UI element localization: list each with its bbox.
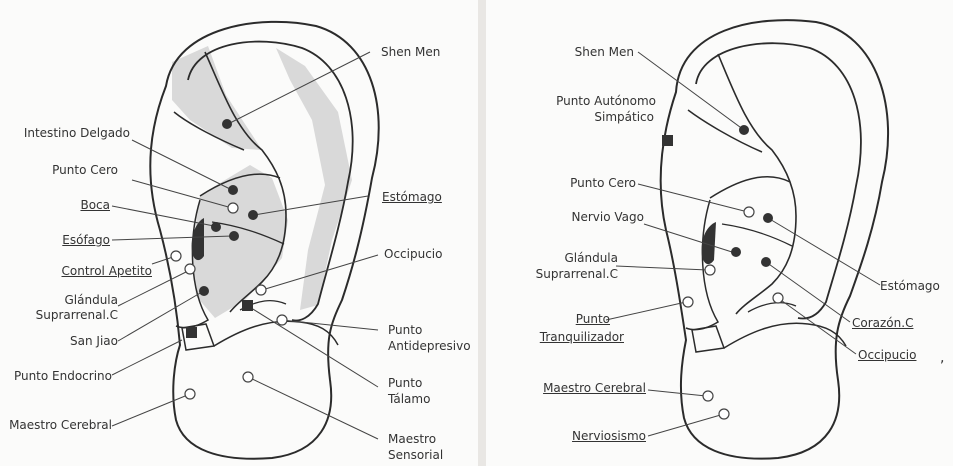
- label-occipucio: Occipucio: [384, 247, 442, 262]
- dot-punto-tranquilizador: [683, 297, 693, 307]
- label-punto-cero: Punto Cero: [2, 163, 118, 178]
- label-glandula-2: Suprarrenal.C: [2, 308, 118, 323]
- label-estomago: Estómago: [382, 190, 442, 205]
- label-maestro-cerebral: Maestro Cerebral: [2, 418, 112, 433]
- trailing-comma: ,: [940, 350, 944, 366]
- label-san-jiao: San Jiao: [2, 334, 118, 349]
- dot-san-jiao: [199, 286, 209, 296]
- dot-esofago: [229, 231, 239, 241]
- label-glandula-1: Glándula: [2, 293, 118, 308]
- square-talamo: [242, 300, 253, 311]
- label-corazon: Corazón.C: [852, 316, 913, 331]
- dot-nervio-vago: [731, 247, 741, 257]
- label-glandula-2: Suprarrenal.C: [488, 267, 618, 282]
- label-tranquilizador-2: Tranquilizador: [488, 330, 624, 345]
- label-maestro-sensorial-2: Sensorial: [388, 448, 443, 463]
- dot-maestro-sensorial: [243, 372, 253, 382]
- label-nervio-vago: Nervio Vago: [488, 210, 644, 225]
- dot-estomago: [248, 210, 258, 220]
- panel-divider: [478, 0, 486, 466]
- dot-occipucio: [256, 285, 266, 295]
- dot-occipucio: [773, 293, 783, 303]
- shaded-scapha: [276, 48, 352, 310]
- label-nerviosismo: Nerviosismo: [488, 429, 646, 444]
- label-tranquilizador-1: Punto: [488, 312, 610, 327]
- label-glandula-1: Glándula: [488, 251, 618, 266]
- label-intestino-delgado: Intestino Delgado: [2, 126, 130, 141]
- dot-glandula-suprarrenal: [185, 264, 195, 274]
- label-occipucio: Occipucio: [858, 348, 916, 363]
- right-ear-helix: [661, 20, 888, 459]
- label-autonomo-2: Simpático: [488, 110, 654, 125]
- shaded-esophagus-region: [192, 218, 204, 260]
- label-shen-men: Shen Men: [488, 45, 634, 60]
- right-ear-drawing: [486, 0, 953, 466]
- left-ear-diagram: Shen Men Intestino Delgado Punto Cero Bo…: [0, 0, 478, 466]
- label-control-apetito: Control Apetito: [2, 264, 152, 279]
- label-estomago: Estómago: [880, 279, 940, 294]
- square-endocrino: [186, 327, 197, 338]
- dot-antidepresivo: [277, 315, 287, 325]
- label-punto-endocrino: Punto Endocrino: [2, 369, 112, 384]
- dot-shen-men: [222, 119, 232, 129]
- dot-shen-men: [739, 125, 749, 135]
- dot-intestino-delgado: [228, 185, 238, 195]
- dot-nerviosismo: [719, 409, 729, 419]
- right-ear-diagram: Shen Men Punto Autónomo Simpático Punto …: [486, 0, 953, 466]
- label-punto-cero: Punto Cero: [488, 176, 636, 191]
- label-antidepresivo-2: Antidepresivo: [388, 339, 471, 354]
- label-autonomo-1: Punto Autónomo: [488, 94, 656, 109]
- dot-punto-cero: [228, 203, 238, 213]
- dot-punto-cero: [744, 207, 754, 217]
- label-talamo-1: Punto: [388, 376, 422, 391]
- dot-estomago: [763, 213, 773, 223]
- label-esofago: Esófago: [2, 233, 110, 248]
- dot-glandula-suprarrenal: [705, 265, 715, 275]
- label-boca: Boca: [2, 198, 110, 213]
- label-shen-men: Shen Men: [381, 45, 440, 60]
- shaded-triangular-fossa: [172, 46, 262, 150]
- dot-maestro-cerebral: [703, 391, 713, 401]
- label-maestro-sensorial-1: Maestro: [388, 432, 436, 447]
- dot-boca: [211, 222, 221, 232]
- label-maestro-cerebral: Maestro Cerebral: [488, 381, 646, 396]
- square-autonomo-simpatico: [662, 135, 673, 146]
- dot-control-apetito: [171, 251, 181, 261]
- dot-corazon: [761, 257, 771, 267]
- label-antidepresivo-1: Punto: [388, 323, 422, 338]
- label-talamo-2: Tálamo: [388, 392, 430, 407]
- dot-maestro-cerebral: [185, 389, 195, 399]
